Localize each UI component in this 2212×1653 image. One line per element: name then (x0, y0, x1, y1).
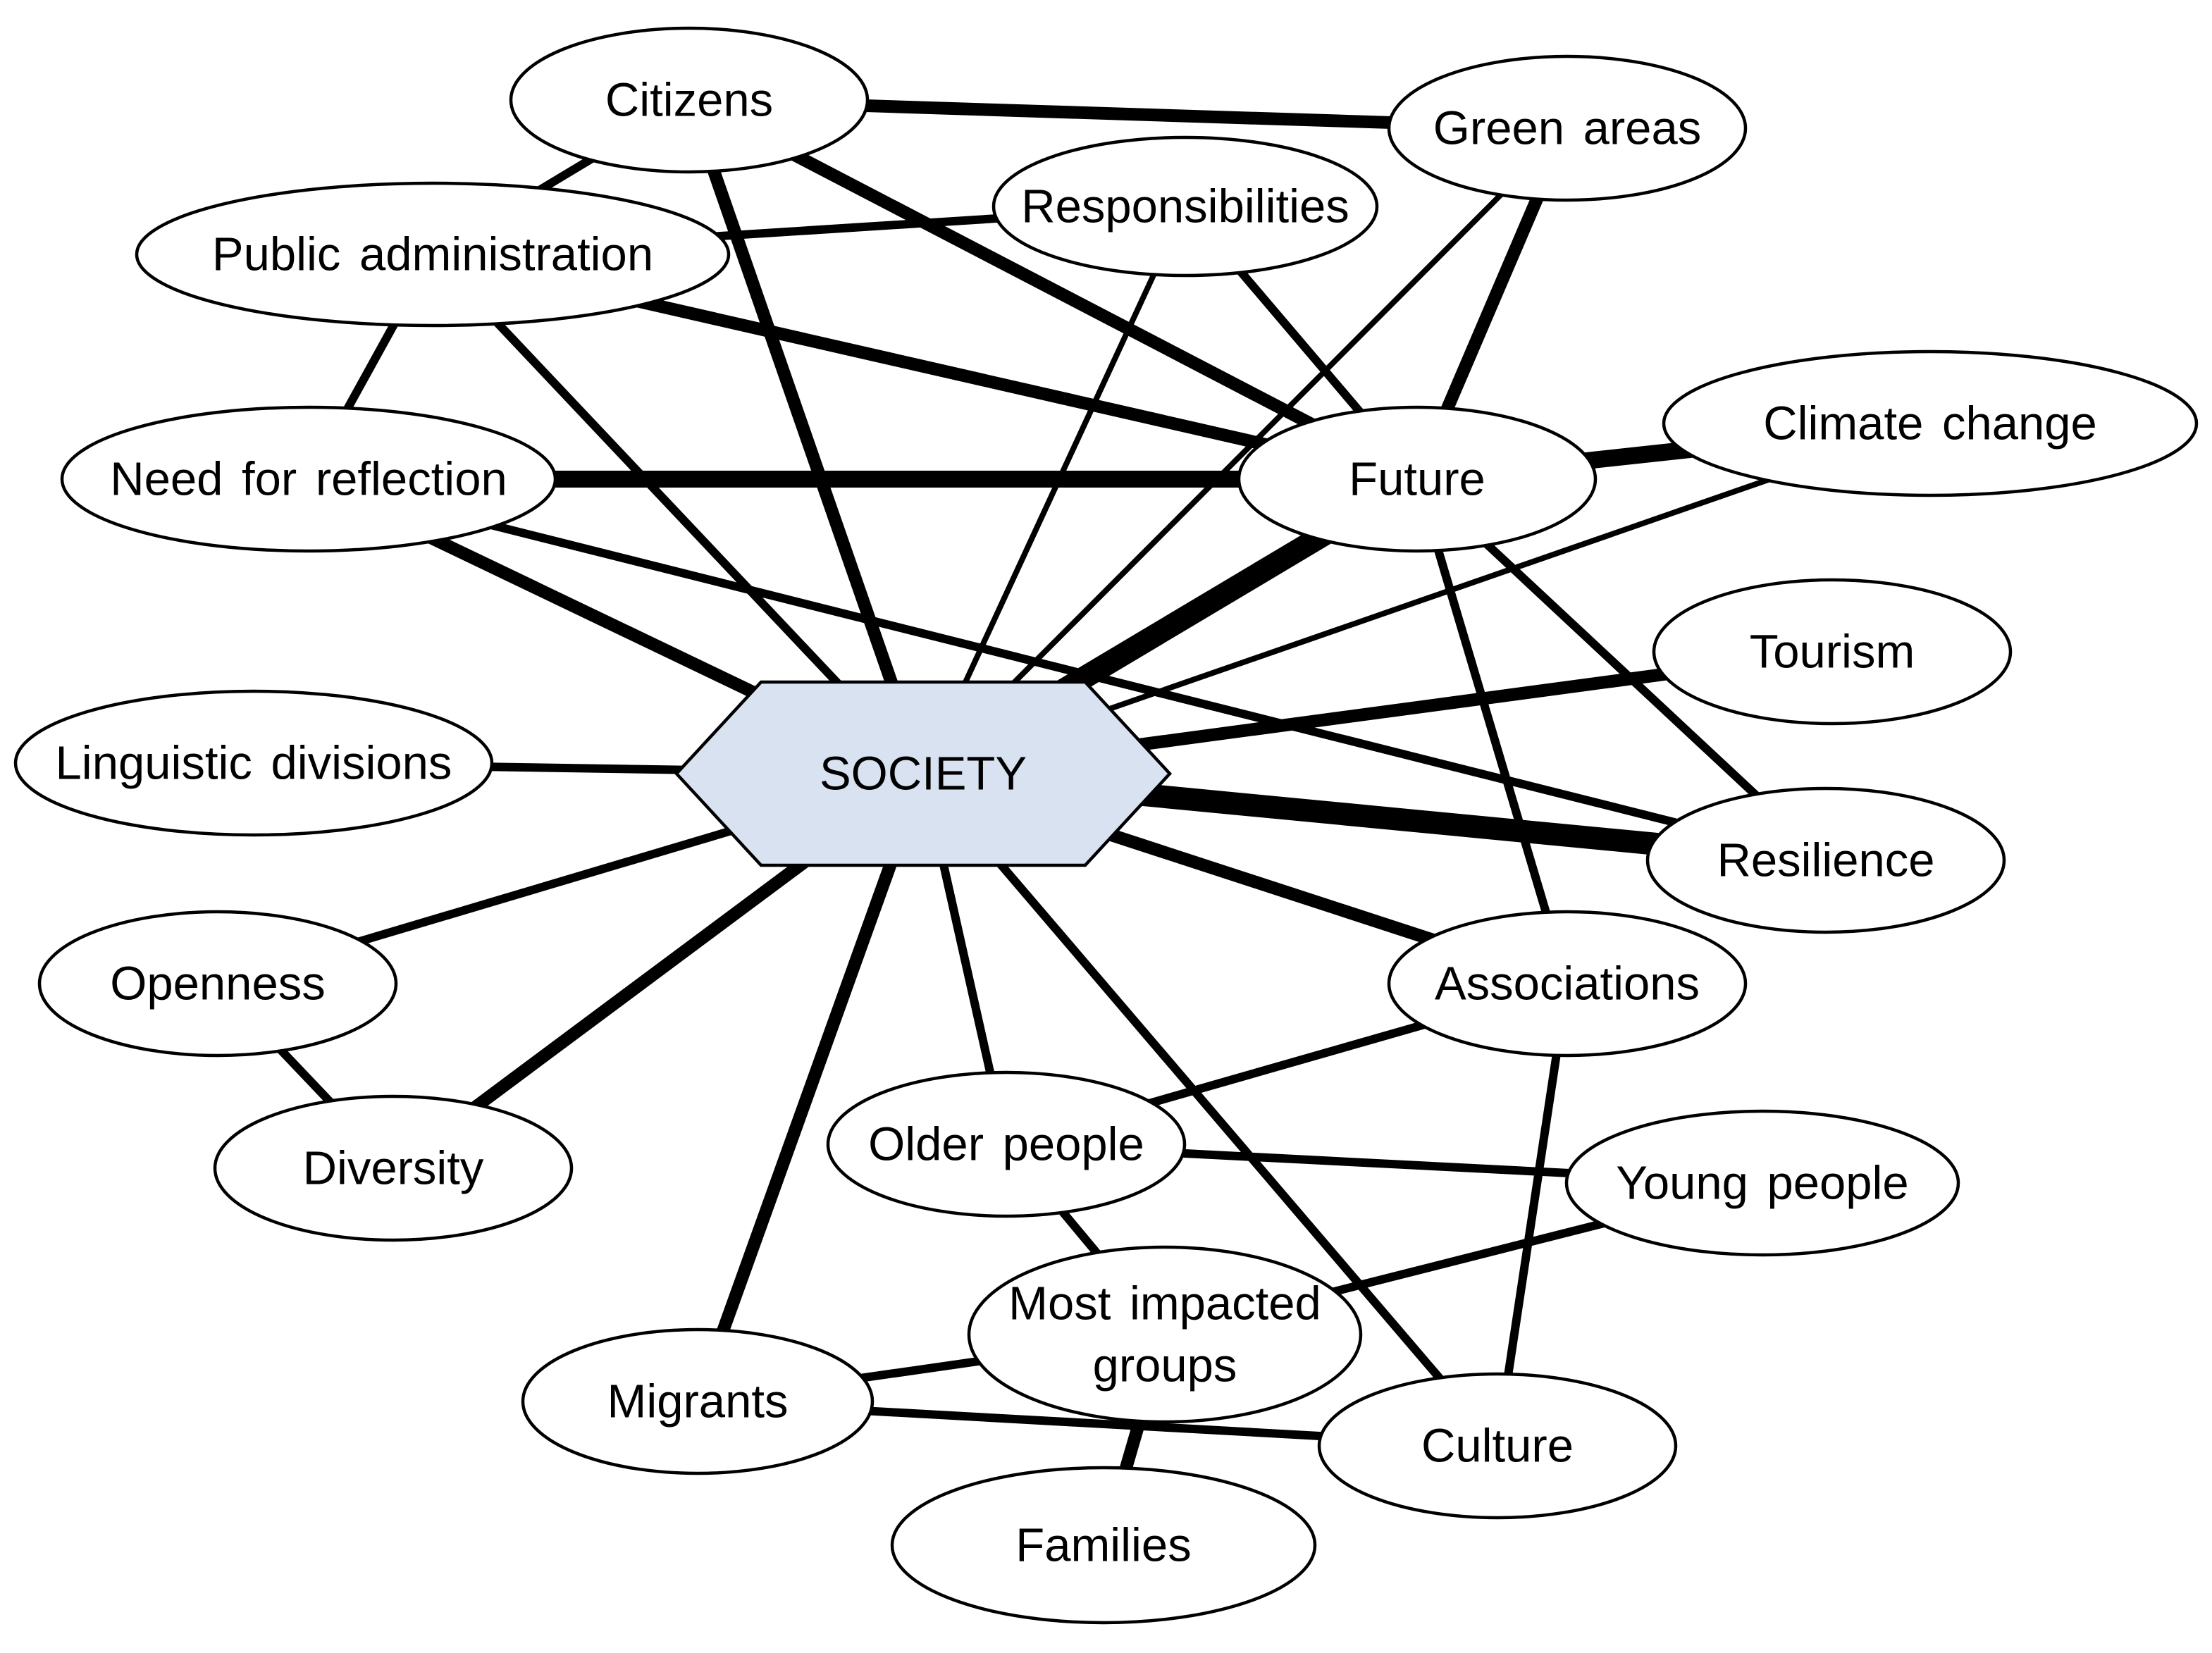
node-label-young-people: Young people (1616, 1157, 1908, 1210)
edge-responsibilities-society (920, 205, 1188, 775)
node-ellipse-need-for-reflection (60, 405, 557, 553)
edge-citizens-future (686, 94, 1421, 485)
node-ellipse-families (890, 1466, 1317, 1625)
node-diversity: Diversity (213, 1094, 574, 1242)
node-label-tourism: Tourism (1750, 626, 1915, 679)
edge-green-areas-society (921, 126, 1569, 776)
node-linguistic-divisions: Linguistic divisions (13, 689, 494, 837)
edge-associations-culture (1493, 983, 1571, 1447)
edge-culture-society (920, 771, 1501, 1449)
node-young-people: Young people (1564, 1109, 1960, 1257)
node-ellipse-linguistic-divisions (13, 689, 494, 837)
node-label-green-areas: Green areas (1433, 102, 1701, 155)
node-ellipse-green-areas (1387, 54, 1748, 202)
node-ellipse-openness (37, 910, 398, 1058)
node-label-future: Future (1349, 453, 1485, 506)
node-culture: Culture (1317, 1372, 1678, 1520)
node-label-families: Families (1015, 1519, 1191, 1572)
node-responsibilities: Responsibilities (991, 135, 1379, 278)
edge-citizens-society (683, 98, 929, 776)
node-migrants: Migrants (521, 1327, 875, 1475)
node-ellipse-most-impacted-groups (967, 1245, 1363, 1424)
node-older-people: Older people (826, 1070, 1187, 1218)
edge-need-for-reflection-resilience (307, 475, 1827, 865)
node-society: SOCIETY (674, 680, 1173, 867)
node-label-citizens: Citizens (605, 74, 773, 127)
node-public-administration: Public administration (135, 181, 731, 328)
node-ellipse-migrants (521, 1327, 875, 1475)
hub-hexagon (674, 680, 1173, 867)
node-ellipse-climate-change (1662, 349, 2199, 497)
node-tourism: Tourism (1652, 578, 2013, 726)
node-climate-change: Climate change (1662, 349, 2199, 497)
node-label-linguistic-divisions: Linguistic divisions (56, 737, 452, 790)
node-ellipse-public-administration (135, 181, 731, 328)
node-label-resilience: Resilience (1717, 834, 1934, 887)
node-label-most-impacted-groups-line-2: groups (1093, 1339, 1237, 1392)
node-future: Future (1237, 405, 1598, 553)
node-openness: Openness (37, 910, 398, 1058)
node-ellipse-associations (1387, 910, 1748, 1058)
node-ellipse-tourism (1652, 578, 2013, 726)
node-ellipse-culture (1317, 1372, 1678, 1520)
node-label-most-impacted-groups-line-1: Most impacted (1008, 1277, 1321, 1330)
node-label-openness: Openness (110, 958, 325, 1010)
node-label-need-for-reflection: Need for reflection (110, 453, 507, 506)
node-label-public-administration: Public administration (212, 228, 653, 281)
edge-future-associations (1413, 478, 1571, 985)
node-label-culture: Culture (1421, 1420, 1574, 1473)
node-ellipse-resilience (1645, 786, 2006, 934)
node-label-migrants: Migrants (607, 1375, 789, 1428)
node-label-responsibilities: Responsibilities (1021, 180, 1349, 233)
node-label-climate-change: Climate change (1763, 397, 2097, 450)
edge-migrants-society (691, 771, 929, 1404)
node-ellipse-diversity (213, 1094, 574, 1242)
node-label-society: SOCIETY (820, 748, 1027, 800)
node-ellipse-older-people (826, 1070, 1187, 1218)
node-ellipse-future (1237, 405, 1598, 553)
node-ellipse-citizens (509, 26, 870, 174)
node-families: Families (890, 1466, 1317, 1625)
node-label-diversity: Diversity (303, 1142, 484, 1195)
node-label-associations: Associations (1435, 958, 1700, 1010)
node-need-for-reflection: Need for reflection (60, 405, 557, 553)
node-citizens: Citizens (509, 26, 870, 174)
node-associations: Associations (1387, 910, 1748, 1058)
node-ellipse-responsibilities (991, 135, 1379, 278)
node-most-impacted-groups: Most impacted groups (967, 1245, 1363, 1424)
node-green-areas: Green areas (1387, 54, 1748, 202)
node-ellipse-young-people (1564, 1109, 1960, 1257)
node-label-older-people: Older people (868, 1118, 1144, 1171)
node-resilience: Resilience (1645, 786, 2006, 934)
